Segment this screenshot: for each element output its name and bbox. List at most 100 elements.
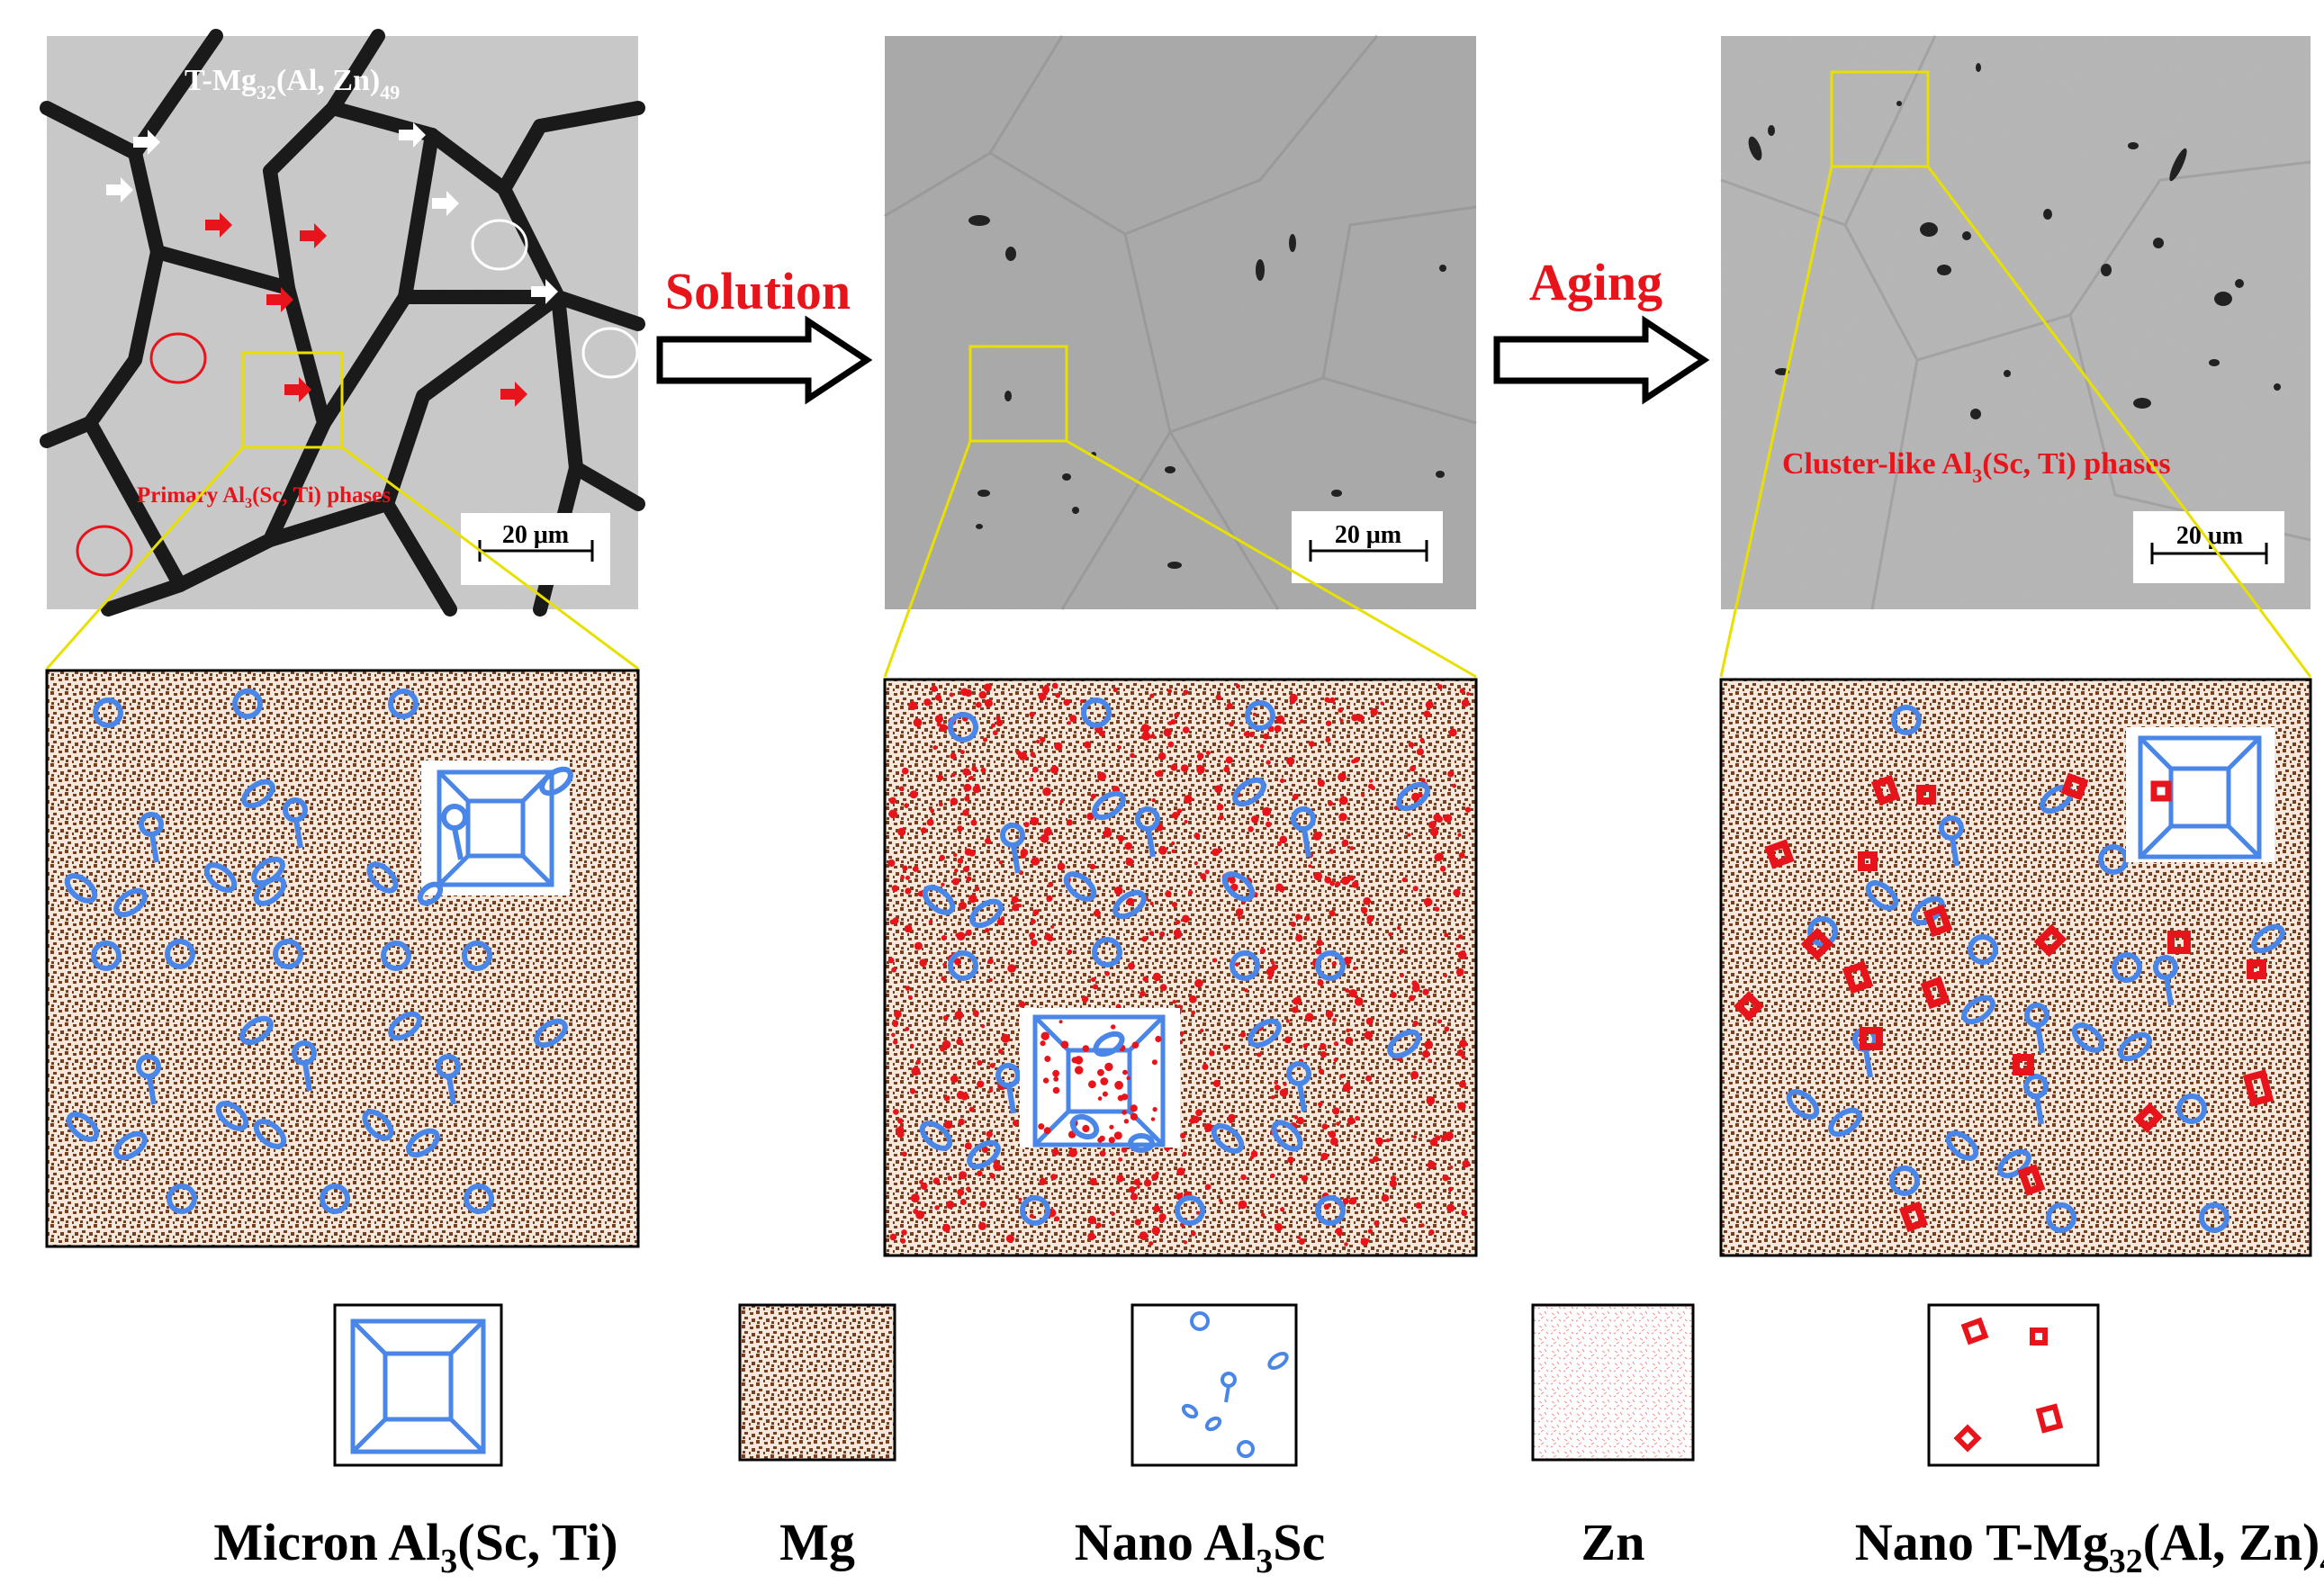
nano-al3sc-particle [995, 1063, 1021, 1088]
scale-bar-aging: 20 μm [2133, 511, 2284, 583]
nano-al3sc-particle [91, 940, 122, 971]
nano-al3sc-particle [388, 688, 419, 719]
legend-swatch-mg [738, 1303, 896, 1462]
solution-arrow-icon [656, 315, 873, 405]
nano-al3sc-particle [1175, 1195, 1205, 1226]
nano-al3sc-particle [406, 1128, 440, 1158]
nano-al3sc-particle [1248, 1018, 1282, 1048]
nano-t-phase-particle [1800, 927, 1834, 961]
nano-al3sc-particle [1387, 1029, 1421, 1059]
micron-cube-solution [1020, 1008, 1180, 1153]
legend-label-nano-t: Nano T-Mg32(Al, Zn)49 [1855, 1513, 2324, 1580]
legend-mg: Mg [738, 1303, 896, 1571]
nano-t-phase-particle [1860, 1027, 1883, 1050]
nano-al3sc-particle [969, 898, 1004, 929]
nano-al3sc-particle [1315, 950, 1346, 981]
legend-label-zn: Zn [1581, 1513, 1645, 1571]
nano-al3sc-particle [1230, 950, 1260, 981]
nano-al3sc-particle [239, 1015, 274, 1046]
legend-nano-t-phase: Nano T-Mg32(Al, Zn)49 [1855, 1303, 2324, 1580]
nano-al3sc-particle [253, 1119, 287, 1149]
nano-al3sc-particle [464, 1184, 494, 1214]
nano-al3sc-particle [534, 1018, 568, 1048]
micron-cube-aging [2126, 727, 2274, 862]
nano-al3sc-particle [1000, 823, 1025, 848]
label-t-phase: T-Mg32(Al, Zn)49 [185, 64, 400, 104]
nano-al3sc-particle [1786, 1089, 1820, 1120]
aging-label: Aging [1529, 253, 1662, 311]
legend-nano-al3sc: Nano Al3Sc [1075, 1303, 1325, 1580]
nano-al3sc-particle [362, 1109, 394, 1141]
nano-al3sc-particle [1807, 916, 1838, 947]
schematic-aging [1719, 678, 2312, 1257]
scale-bar-solution: 20 μm [1292, 511, 1443, 583]
nano-al3sc-particle [167, 1184, 197, 1214]
nano-al3sc-particle [436, 1054, 461, 1079]
nano-al3sc-particle [1092, 790, 1126, 821]
nano-al3sc-particle [136, 1054, 161, 1079]
nano-al3sc-particle [2046, 1202, 2076, 1233]
nano-al3sc-particle [1315, 1195, 1346, 1226]
nano-al3sc-particle [215, 1101, 249, 1131]
legend-swatch-zn [1531, 1303, 1695, 1462]
nano-al3sc-particle [388, 1011, 422, 1041]
nano-al3sc-particle [241, 778, 275, 809]
nano-al3sc-particle [2024, 1003, 2049, 1028]
nano-al3sc-particle [2118, 1031, 2152, 1062]
zoom-lines [45, 166, 2312, 679]
micrograph-as-cast: T-Mg32(Al, Zn)49 Primary Al3(Sc, Ti) pha… [40, 29, 645, 616]
nano-al3sc-particle [2023, 1074, 2049, 1099]
nano-al3sc-particle [283, 797, 308, 823]
nano-al3sc-particle [251, 856, 285, 886]
schematic-solution [883, 678, 1478, 1257]
nano-al3sc-particle [1865, 880, 1899, 911]
micrograph-solution: 20 μm [884, 35, 1477, 610]
nano-t-phase-particle [2060, 772, 2089, 801]
nano-al3sc-particle [1135, 806, 1160, 832]
svg-text:20 μm: 20 μm [502, 521, 569, 549]
legend-label-micron: Micron Al3(Sc, Ti) [213, 1513, 617, 1580]
nano-al3sc-particle [66, 1112, 100, 1142]
aging-arrow-icon [1493, 315, 1710, 405]
nano-al3sc-particle [2112, 952, 2142, 983]
nano-al3sc-particle [1221, 871, 1256, 902]
nano-al3sc-particle [1286, 1061, 1311, 1086]
nano-al3sc-particle [922, 885, 956, 915]
nano-al3sc-particle [1232, 777, 1266, 807]
nano-al3sc-particle [1245, 700, 1275, 731]
nano-t-phase-particle [1734, 991, 1764, 1022]
nano-t-phase-particle [2133, 1102, 2164, 1133]
nano-al3sc-particle [1112, 889, 1147, 920]
solution-label: Solution [665, 262, 851, 320]
nano-al3sc-particle [1961, 994, 1995, 1025]
nano-al3sc-particle [1889, 1166, 1920, 1196]
micrograph-aging: Cluster-like Al3(Sc, Ti) phases 20 μm [1720, 35, 2311, 610]
legend-swatch-nano-t [1927, 1303, 2100, 1467]
nano-al3sc-particle [919, 1120, 953, 1151]
nano-al3sc-particle [1092, 937, 1122, 968]
nano-al3sc-particle [1828, 1107, 1862, 1138]
nano-al3sc-particle [2153, 955, 2178, 980]
legend-micron-al3scti: Micron Al3(Sc, Ti) [213, 1303, 618, 1580]
nano-t-phase-particle [2167, 931, 2191, 954]
legend-label-mg: Mg [779, 1513, 855, 1571]
schematic-as-cast [45, 669, 640, 1248]
nano-t-phase-particle [1858, 851, 1878, 871]
nano-al3sc-particle [1911, 896, 1945, 926]
nano-t-phase-particle [2242, 1069, 2274, 1107]
nano-t-phase-particle [2017, 1164, 2046, 1196]
nano-al3sc-particle [165, 939, 195, 969]
nano-al3sc-particle [1063, 871, 1097, 902]
nano-t-phase-particle [2013, 1054, 2034, 1076]
nano-al3sc-particle [292, 1040, 317, 1066]
nano-al3sc-particle [1271, 1120, 1303, 1152]
svg-text:20 μm: 20 μm [2176, 522, 2243, 550]
nano-al3sc-particle [232, 688, 263, 719]
nano-al3sc-particle [113, 1130, 148, 1161]
nano-t-phase-particle [1898, 1201, 1929, 1233]
nano-t-phase-particle [1923, 904, 1953, 938]
label-primary-phases: Primary Al3(Sc, Ti) phases [137, 483, 391, 511]
nano-al3sc-particle [203, 862, 238, 893]
label-cluster-phases: Cluster-like Al3(Sc, Ti) phases [1782, 447, 2171, 487]
nano-al3sc-particle [2251, 923, 2285, 954]
